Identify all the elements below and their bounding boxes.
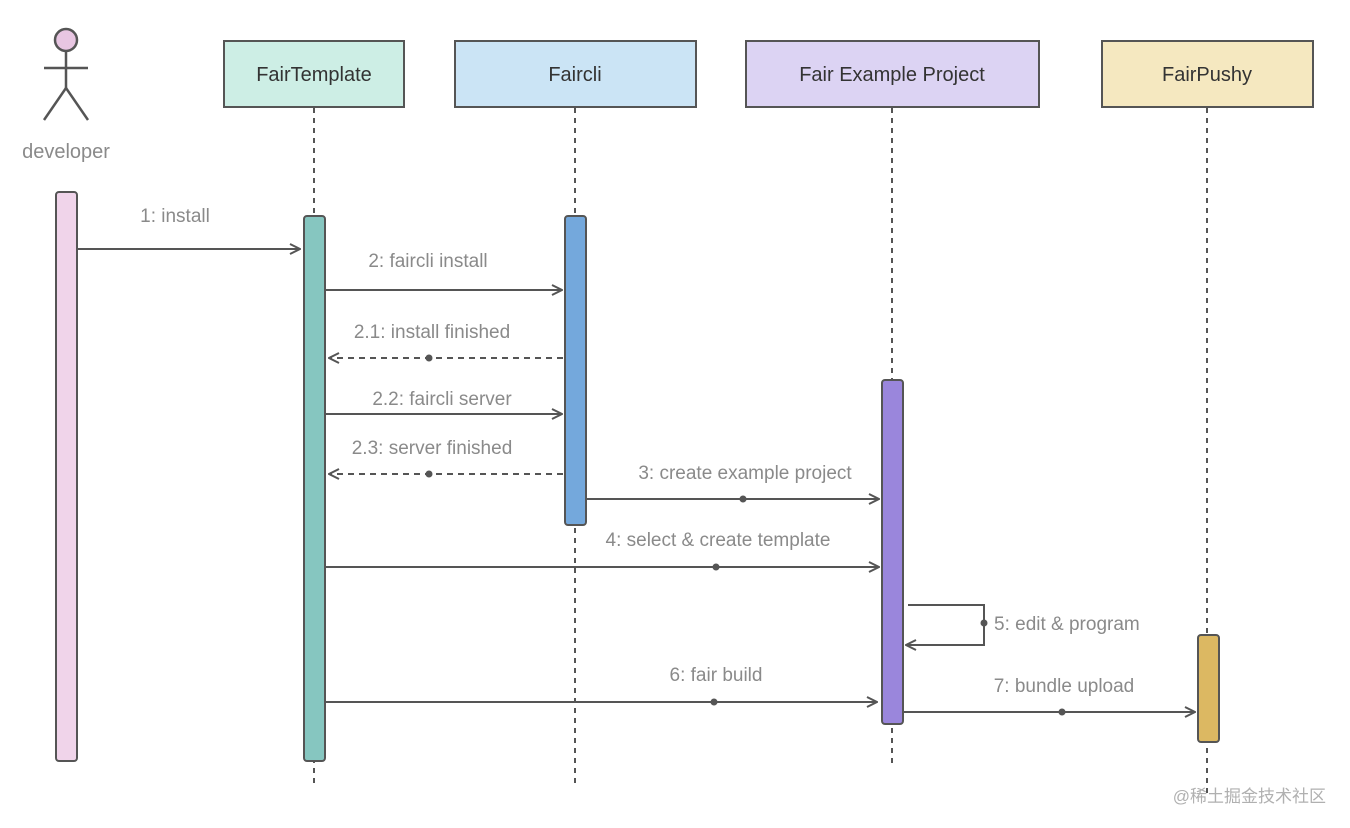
participant-box <box>454 40 697 108</box>
message-label: 5: edit & program <box>994 614 1140 635</box>
activation-bar-faircli <box>564 215 587 526</box>
participant-box <box>223 40 405 108</box>
message-dot <box>980 619 988 627</box>
participant-fairpushy: FairPushy <box>1101 40 1314 108</box>
actor-leg-left <box>42 87 68 121</box>
message-4: 4: select & create template <box>326 530 879 571</box>
message-2-1: 2.1: install finished <box>329 322 563 362</box>
participant-faircli: Faircli <box>454 40 697 108</box>
activation-bar-fairpushy <box>1197 634 1220 743</box>
actor-leg-right <box>64 87 90 121</box>
message-dot <box>425 354 433 362</box>
message-label: 2.3: server finished <box>352 438 513 459</box>
participant-box <box>745 40 1040 108</box>
participant-fair-example-project: Fair Example Project <box>745 40 1040 108</box>
message-label: 7: bundle upload <box>994 676 1135 697</box>
participant-label: Fair Example Project <box>799 64 985 86</box>
message-label: 3: create example project <box>638 463 852 484</box>
actor-developer: developer <box>22 27 110 163</box>
message-label: 4: select & create template <box>606 530 831 551</box>
activation-bar-fairtemplate <box>303 215 326 762</box>
message-1: 1: install <box>78 206 300 249</box>
participant-label: FairTemplate <box>256 64 372 86</box>
message-2-2: 2.2: faircli server <box>326 389 562 414</box>
participant-label: FairPushy <box>1162 64 1252 86</box>
message-5: 5: edit & program <box>906 604 1140 645</box>
message-arrow <box>906 604 985 645</box>
message-dot <box>712 563 720 571</box>
message-label: 1: install <box>140 206 210 227</box>
message-7: 7: bundle upload <box>904 676 1195 716</box>
watermark: @稀土掘金技术社区 <box>1173 787 1326 806</box>
message-label: 6: fair build <box>670 665 763 686</box>
message-3: 3: create example project <box>587 463 879 503</box>
participant-box <box>1101 40 1314 108</box>
message-label: 2.2: faircli server <box>372 389 512 410</box>
message-2: 2: faircli install <box>326 251 562 290</box>
message-label: 2: faircli install <box>368 251 487 272</box>
message-dot <box>1058 708 1066 716</box>
activation-bar-developer <box>55 191 78 762</box>
actor-label: developer <box>22 141 110 163</box>
message-label: 2.1: install finished <box>354 322 510 343</box>
participant-fairtemplate: FairTemplate <box>223 40 405 108</box>
message-2-3: 2.3: server finished <box>329 438 563 478</box>
message-dot <box>739 495 747 503</box>
message-6: 6: fair build <box>326 665 877 706</box>
message-dot <box>710 698 718 706</box>
participant-label: Faircli <box>548 64 601 86</box>
activation-bar-fair-example-project <box>881 379 904 725</box>
actor-head <box>53 27 79 53</box>
message-dot <box>425 470 433 478</box>
